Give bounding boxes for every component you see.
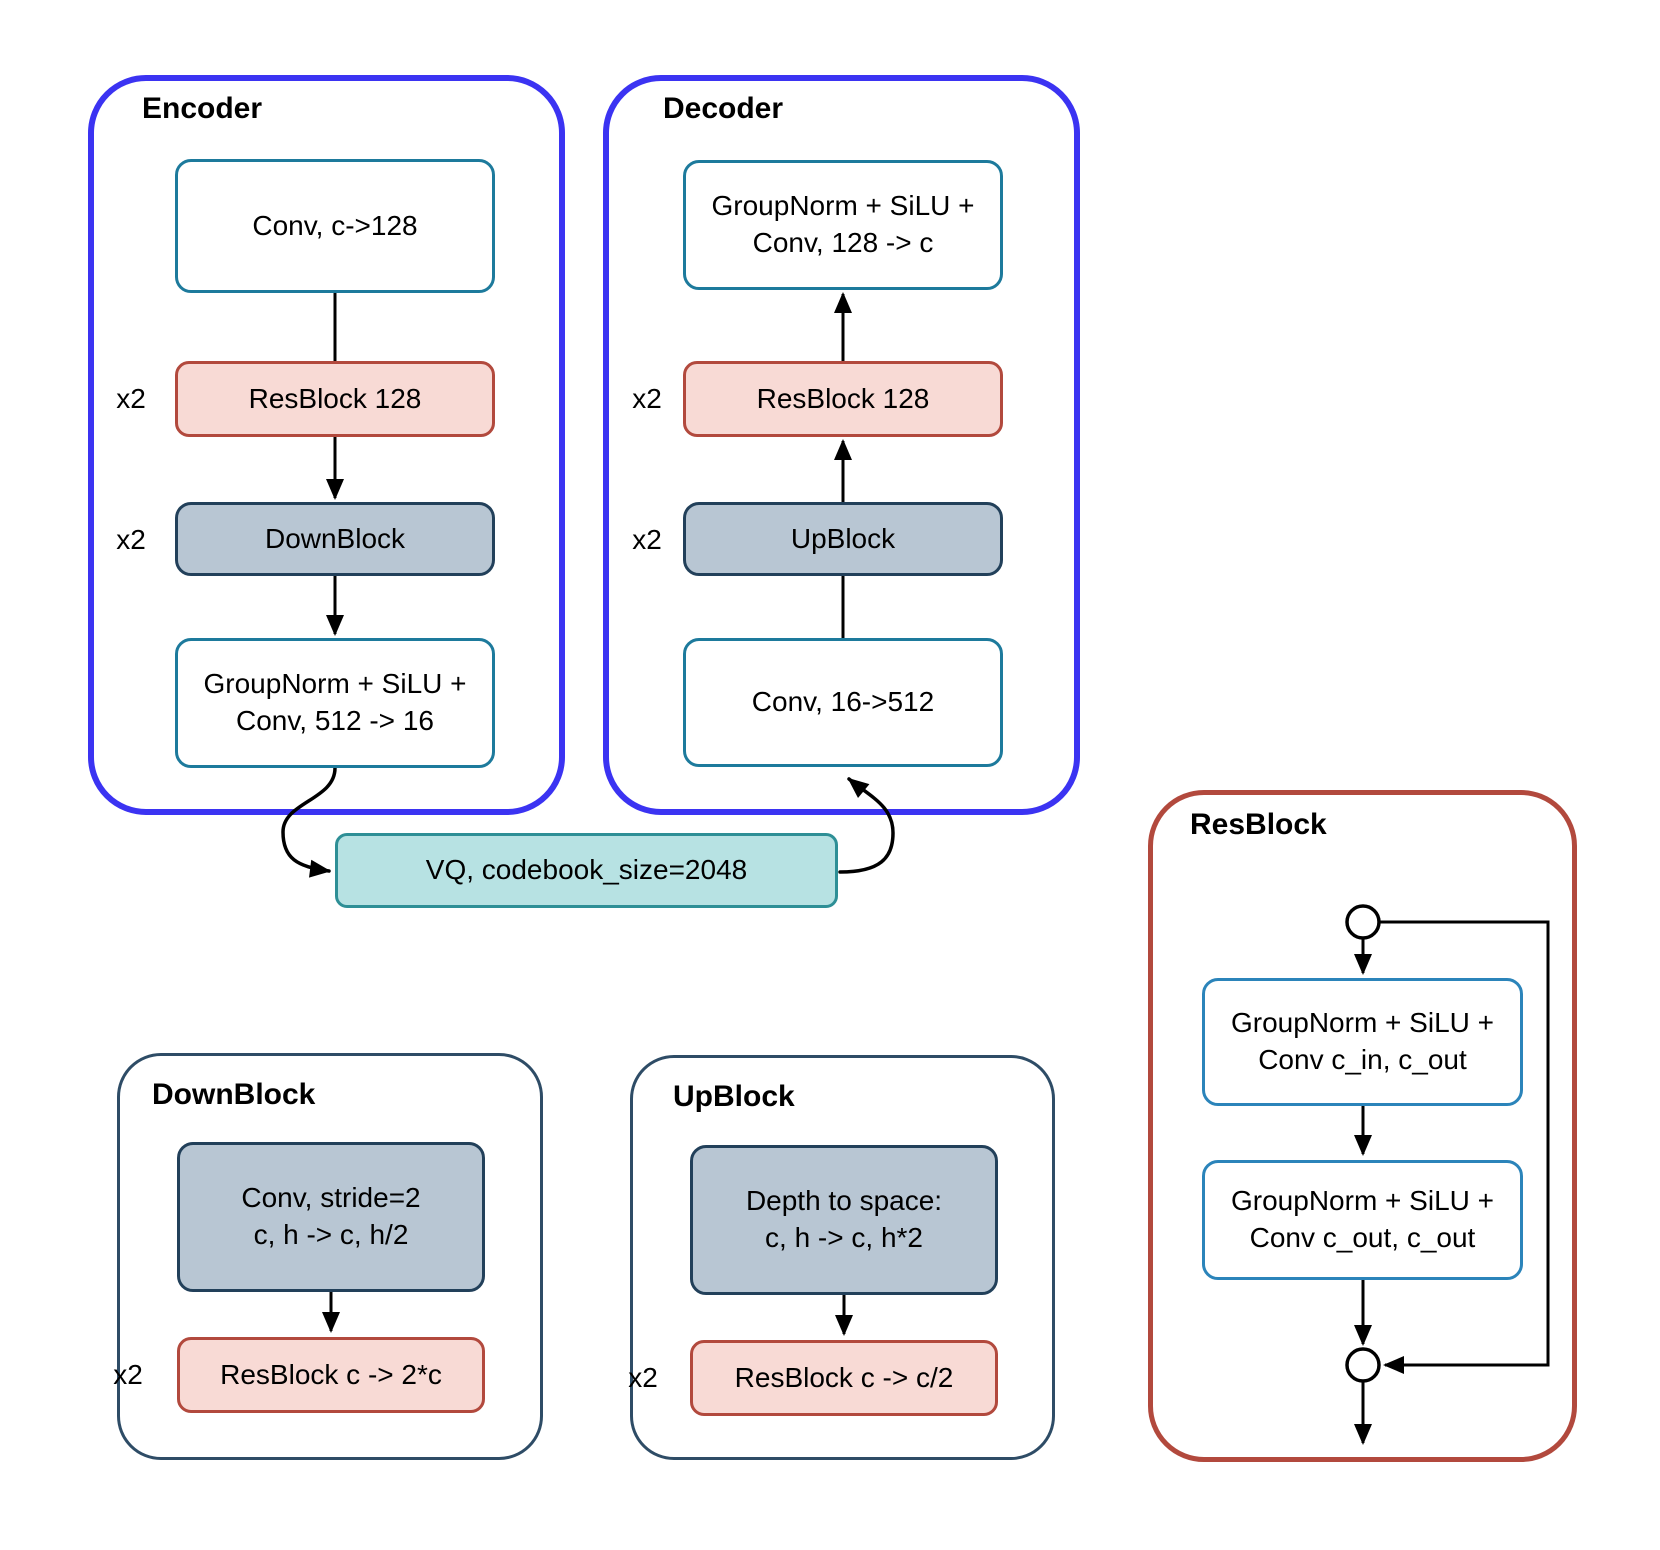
- upblock-d2s-line1: Depth to space:: [745, 1185, 943, 1217]
- resblock-conv2-box: GroupNorm + SiLU + Conv c_out, c_out: [1202, 1160, 1523, 1280]
- encoder-downblock-multiplier: x2: [116, 524, 146, 555]
- encoder-out-line1: GroupNorm + SiLU +: [203, 668, 467, 700]
- resblock-conv1-box: GroupNorm + SiLU + Conv c_in, c_out: [1202, 978, 1523, 1106]
- encoder-resblock-box: ResBlock 128: [175, 361, 495, 437]
- decoder-out-line1: GroupNorm + SiLU +: [711, 190, 975, 222]
- decoder-panel: [603, 75, 1080, 815]
- upblock-panel: [630, 1055, 1055, 1460]
- encoder-resblock-multiplier: x2: [116, 383, 146, 414]
- resblock-conv2-line2: Conv c_out, c_out: [1249, 1222, 1476, 1253]
- encoder-out-line2: Conv, 512 -> 16: [236, 705, 434, 736]
- decoder-upblock-label: UpBlock: [790, 522, 896, 554]
- decoder-out-box: GroupNorm + SiLU + Conv, 128 -> c: [683, 160, 1003, 290]
- arrow-encoder-to-vq: [281, 766, 337, 878]
- downblock-resblock-box: ResBlock c -> 2*c: [177, 1337, 485, 1413]
- downblock-resblock-label: ResBlock c -> 2*c: [220, 1358, 442, 1390]
- vq-label: VQ, codebook_size=2048: [425, 854, 748, 886]
- downblock-conv-line2: c, h -> c, h/2: [253, 1219, 409, 1250]
- resblock-conv1-line2: Conv c_in, c_out: [1258, 1044, 1467, 1075]
- decoder-conv-in-label: Conv, 16->512: [751, 686, 935, 718]
- upblock-d2s-line2: c, h -> c, h*2: [765, 1222, 923, 1253]
- resblock-skip-connection: [1379, 920, 1550, 1374]
- downblock-panel: [117, 1053, 543, 1460]
- upblock-depth-to-space-box: Depth to space: c, h -> c, h*2: [690, 1145, 998, 1295]
- encoder-downblock-label: DownBlock: [264, 522, 406, 554]
- downblock-conv-line1: Conv, stride=2: [241, 1182, 421, 1214]
- decoder-resblock-multiplier: x2: [632, 383, 662, 414]
- encoder-conv-in-box: Conv, c->128: [175, 159, 495, 293]
- resblock-conv2-line1: GroupNorm + SiLU +: [1231, 1185, 1494, 1217]
- encoder-title: Encoder: [142, 92, 263, 125]
- downblock-conv-box: Conv, stride=2 c, h -> c, h/2: [177, 1142, 485, 1292]
- arrow-vq-to-decoder: [838, 777, 895, 874]
- downblock-title: DownBlock: [152, 1078, 316, 1111]
- decoder-resblock-box: ResBlock 128: [683, 361, 1003, 437]
- decoder-upblock-multiplier: x2: [632, 524, 662, 555]
- resblock-panel: [1148, 790, 1577, 1462]
- encoder-panel: [88, 75, 565, 815]
- encoder-resblock-label: ResBlock 128: [248, 382, 422, 414]
- resblock-sum-node: [1345, 1347, 1381, 1383]
- upblock-resblock-label: ResBlock c -> c/2: [734, 1361, 954, 1393]
- encoder-downblock-box: DownBlock: [175, 502, 495, 576]
- upblock-resblock-multiplier: x2: [628, 1362, 658, 1393]
- resblock-conv1-line1: GroupNorm + SiLU +: [1231, 1007, 1494, 1039]
- decoder-title: Decoder: [663, 92, 784, 125]
- upblock-title: UpBlock: [673, 1080, 795, 1113]
- vq-box: VQ, codebook_size=2048: [335, 833, 838, 908]
- encoder-out-box: GroupNorm + SiLU + Conv, 512 -> 16: [175, 638, 495, 768]
- decoder-resblock-label: ResBlock 128: [756, 382, 930, 414]
- resblock-input-branch-node: [1345, 904, 1381, 940]
- resblock-title: ResBlock: [1190, 808, 1327, 841]
- upblock-resblock-box: ResBlock c -> c/2: [690, 1340, 998, 1416]
- downblock-resblock-multiplier: x2: [113, 1359, 143, 1390]
- decoder-out-line2: Conv, 128 -> c: [752, 227, 934, 258]
- encoder-conv-in-label: Conv, c->128: [252, 209, 418, 241]
- decoder-conv-in-box: Conv, 16->512: [683, 638, 1003, 767]
- decoder-upblock-box: UpBlock: [683, 502, 1003, 576]
